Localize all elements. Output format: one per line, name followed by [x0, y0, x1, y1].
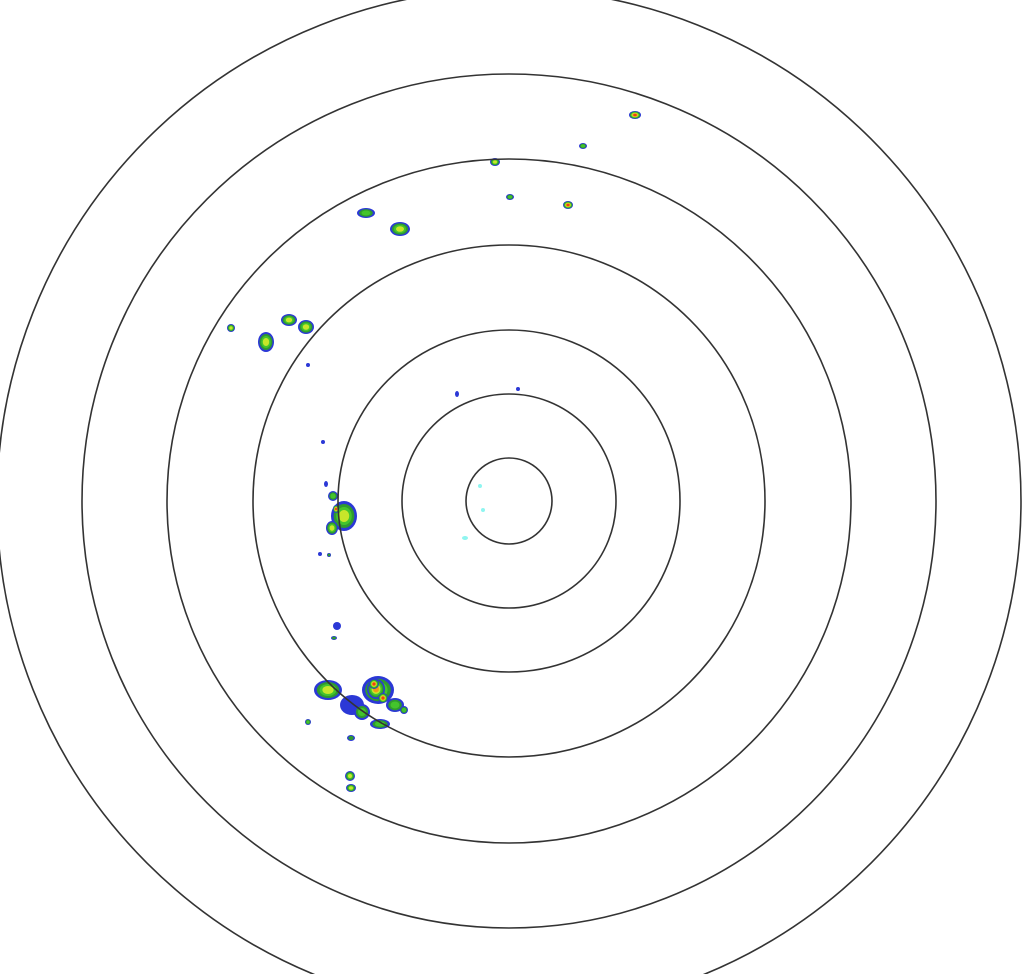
echo-cell	[347, 735, 355, 741]
echo-cell	[370, 719, 390, 729]
echo-level-1	[324, 481, 328, 487]
echo-cell	[378, 693, 388, 703]
echo-level-1	[516, 387, 520, 391]
echo-cell	[357, 208, 375, 218]
echo-cell	[281, 314, 297, 326]
echo-level-4	[329, 525, 335, 531]
echo-level-6	[566, 203, 570, 207]
echo-cell	[318, 552, 322, 556]
echo-level-3	[330, 493, 336, 499]
echo-cell	[478, 484, 482, 488]
echo-level-3	[581, 144, 585, 148]
echo-cell	[516, 387, 520, 391]
echo-cell	[258, 332, 274, 352]
echo-level-4	[349, 786, 353, 790]
echo-cell	[506, 194, 514, 200]
echo-level-4	[285, 317, 293, 323]
echo-level-4	[322, 686, 334, 694]
echo-level-3	[508, 195, 512, 199]
echo-level-4	[302, 324, 310, 330]
echo-level-1	[321, 440, 325, 444]
echo-cell	[490, 158, 500, 166]
echo-level-0	[462, 536, 468, 540]
echo-cell	[327, 553, 331, 557]
echo-cell	[306, 363, 310, 367]
echo-level-6	[633, 113, 637, 117]
range-ring-6	[81, 73, 937, 929]
echo-cell	[324, 481, 328, 487]
echo-cell	[333, 622, 341, 630]
echo-cell	[328, 491, 338, 501]
echo-cell	[629, 111, 641, 119]
echo-cell	[321, 440, 325, 444]
echo-level-1	[455, 391, 459, 397]
echo-level-2	[327, 553, 331, 557]
echo-cell	[400, 706, 408, 714]
echo-level-6	[381, 696, 385, 700]
echo-level-3	[361, 210, 371, 216]
echo-cell	[563, 201, 573, 209]
echo-level-4	[493, 160, 497, 164]
echo-level-2	[332, 636, 336, 640]
echo-cell	[346, 784, 356, 792]
echo-cell	[331, 636, 337, 640]
echo-level-0	[481, 508, 485, 512]
echo-cell	[579, 143, 587, 149]
echo-level-3	[306, 720, 310, 724]
range-ring-1	[465, 457, 553, 545]
range-ring-4	[252, 244, 766, 758]
echo-cell	[390, 222, 410, 236]
echo-level-4	[396, 226, 404, 232]
echo-cell	[386, 698, 404, 712]
echo-level-6	[372, 682, 376, 686]
echo-level-4	[348, 774, 352, 778]
echo-level-4	[229, 326, 233, 330]
echo-level-1	[318, 552, 322, 556]
precipitation-echoes	[227, 111, 641, 792]
echo-cell	[369, 679, 379, 689]
echo-level-4	[262, 338, 270, 346]
echo-level-3	[390, 701, 400, 709]
echo-level-6	[335, 507, 337, 511]
range-ring-5	[166, 158, 852, 844]
echo-cell	[481, 508, 485, 512]
echo-cell	[305, 719, 311, 725]
echo-level-0	[478, 484, 482, 488]
range-ring-3	[337, 329, 681, 673]
echo-level-3	[402, 708, 406, 712]
range-ring-2	[401, 393, 617, 609]
echo-cell	[227, 324, 235, 332]
echo-level-2	[348, 736, 354, 740]
echo-cell	[326, 521, 338, 535]
echo-level-1	[306, 363, 310, 367]
echo-cell	[298, 320, 314, 334]
echo-cell	[462, 536, 468, 540]
echo-cell	[345, 771, 355, 781]
echo-level-1	[333, 622, 341, 630]
echo-level-4	[338, 510, 350, 522]
echo-cell	[455, 391, 459, 397]
